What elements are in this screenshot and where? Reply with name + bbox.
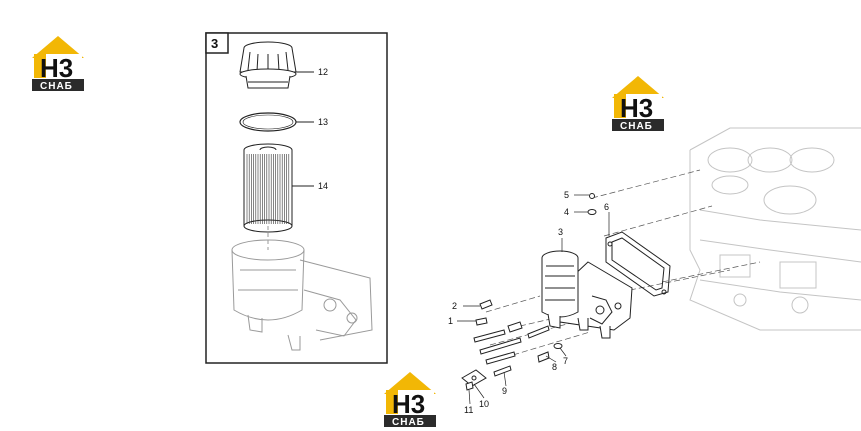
filter-cap-part <box>239 41 297 89</box>
gasket-part <box>605 231 671 297</box>
callout-9: 9 <box>502 386 507 396</box>
callout-6: 6 <box>604 202 609 212</box>
filter-housing-ghost <box>231 226 373 351</box>
inset-number: 3 <box>211 36 218 51</box>
callout-leaders <box>457 194 610 405</box>
bolt-part-2 <box>479 299 493 310</box>
brand-logo-top-left: H3 СНАБ <box>28 32 88 92</box>
callout-14: 14 <box>318 181 328 191</box>
callout-13: 13 <box>318 117 328 127</box>
brand-logo-top-right: H3 СНАБ <box>608 72 668 132</box>
callout-11: 11 <box>464 405 473 415</box>
filter-pleats <box>246 154 290 224</box>
callout-7: 7 <box>563 356 568 366</box>
small-fasteners <box>461 193 597 391</box>
seal-part-7 <box>553 343 563 349</box>
assembly-guide-lines <box>485 169 761 361</box>
logo-mark: H3 <box>620 93 653 123</box>
logo-subtitle: СНАБ <box>620 121 653 132</box>
washer-part-5 <box>589 193 595 199</box>
brand-logo-bottom: H3 СНАБ <box>380 368 440 428</box>
callout-1: 1 <box>448 316 453 326</box>
o-ring-part <box>239 112 297 132</box>
oil-filter-housing-part <box>541 250 633 339</box>
callout-5: 5 <box>564 190 569 200</box>
callout-10: 10 <box>479 399 489 409</box>
callout-3: 3 <box>558 227 563 237</box>
bolt-part-1 <box>475 317 488 326</box>
callout-2: 2 <box>452 301 457 311</box>
logo-subtitle: СНАБ <box>40 81 73 92</box>
logo-mark: H3 <box>40 53 73 83</box>
engine-block-ghost <box>689 127 861 331</box>
logo-mark: H3 <box>392 389 425 419</box>
callout-12: 12 <box>318 67 328 77</box>
callout-4: 4 <box>564 207 569 217</box>
callout-8: 8 <box>552 362 557 372</box>
seal-part-4 <box>587 209 597 215</box>
logo-subtitle: СНАБ <box>392 417 425 428</box>
inset-panel: 3 <box>205 32 388 364</box>
bolt-part-11 <box>465 381 474 391</box>
